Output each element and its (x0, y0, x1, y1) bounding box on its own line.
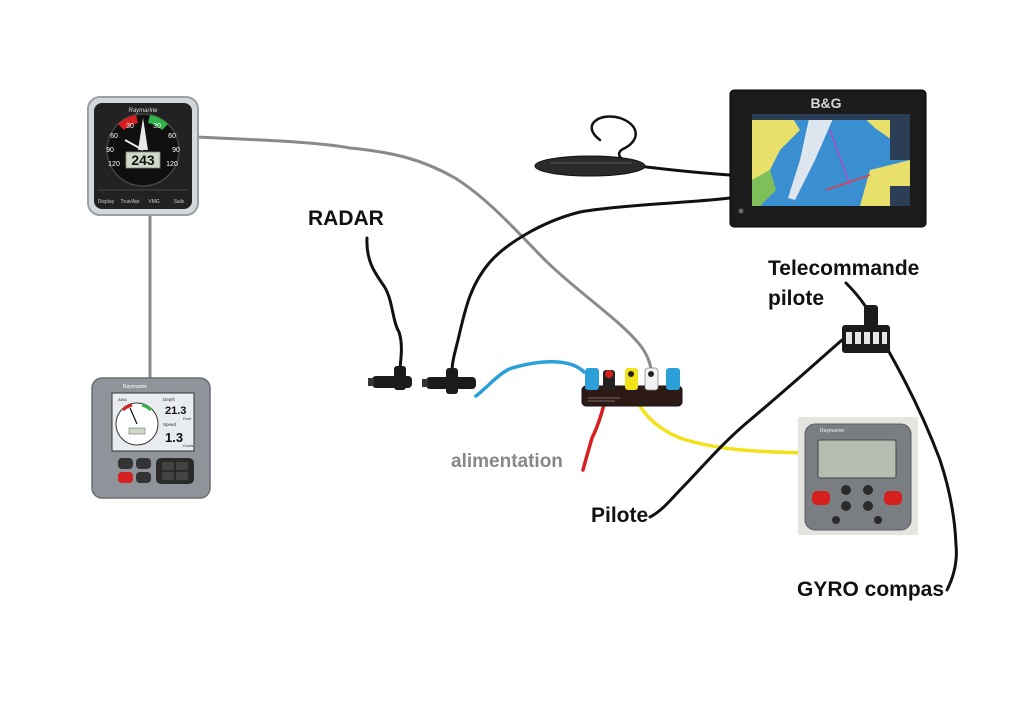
display-power-key[interactable] (118, 472, 133, 483)
autopilot-key-red[interactable] (812, 491, 830, 505)
display-depth-value: 21.3 (165, 405, 186, 417)
chart-map-icon (752, 114, 910, 206)
cable-power (581, 390, 609, 472)
autopilot-key[interactable] (863, 485, 873, 495)
cable-blue (474, 360, 586, 398)
display-depth-label: Depth (163, 397, 176, 402)
transducer (534, 155, 646, 177)
wind-brand-label: Raymarine (128, 108, 158, 114)
display-nav-pad[interactable] (156, 458, 194, 484)
autopilot-key[interactable] (841, 485, 851, 495)
chartplotter-t-connector (422, 368, 476, 394)
autopilot-key[interactable] (832, 516, 840, 524)
multifunction-display: Raymarine AWA Depth 21.3 Feet Speed 1.3 … (91, 377, 211, 499)
remote-connector (842, 305, 890, 353)
wind-button-vmg[interactable]: VMG (148, 199, 160, 205)
display-speed-label: Speed (163, 422, 177, 427)
wind-scale-60-left: 60 (110, 133, 118, 140)
autopilot-controller: Raymarine (798, 417, 918, 535)
alimentation-label: alimentation (451, 451, 563, 472)
autopilot-keypad-icon (812, 439, 902, 524)
autopilot-brand-label: Raymarine (820, 428, 844, 434)
network-backbone-icon (581, 367, 683, 407)
gyro-compas-label: GYRO compas (797, 578, 945, 601)
display-awa-label: AWA (118, 397, 127, 402)
cable-remote-to-gyro (886, 348, 958, 592)
display-speed-unit: Knots (183, 443, 193, 448)
radar-label: RADAR (308, 207, 384, 230)
autopilot-key[interactable] (874, 516, 882, 524)
display-key[interactable] (136, 458, 151, 469)
display-key[interactable] (136, 472, 151, 483)
cable-remote-to-pilote (648, 338, 844, 519)
display-key[interactable] (118, 458, 133, 469)
wind-button-true-apt[interactable]: True/Apt (121, 199, 141, 205)
chartplotter: B&G (729, 89, 927, 228)
wind-scale-30-right: 30 (153, 123, 161, 130)
wind-scale-120-right: 120 (166, 161, 178, 168)
autopilot-key[interactable] (863, 501, 873, 511)
wind-instrument: Raymarine 243 30 30 60 60 90 90 120 120 … (87, 96, 199, 216)
wind-scale-60-right: 60 (168, 133, 176, 140)
display-keypad (118, 458, 194, 484)
telecommande-label: Telecommande (768, 257, 920, 280)
wind-scale-120-left: 120 (108, 161, 120, 168)
wind-scale-90-right: 90 (172, 147, 180, 154)
wind-reading: 243 (131, 152, 155, 168)
wind-gauge-icon (106, 113, 180, 187)
display-brand-label: Raymarine (123, 384, 147, 390)
cable-chartplotter-to-t (450, 196, 732, 374)
chartplotter-brand: B&G (810, 95, 841, 111)
autopilot-key-red[interactable] (884, 491, 902, 505)
autopilot-key[interactable] (841, 501, 851, 511)
wind-button-display[interactable]: Display (98, 199, 115, 205)
cable-wind-to-backbone (195, 135, 654, 377)
radar-t-connector (368, 366, 412, 390)
wind-scale-30-left: 30 (126, 123, 134, 130)
analog-dial-icon (115, 402, 159, 446)
cable-transducer-coil (590, 115, 637, 165)
cable-radar (365, 236, 403, 370)
wind-button-sails[interactable]: Sails (174, 199, 185, 205)
wind-scale-90-left: 90 (106, 147, 114, 154)
telecommande-label-line2: pilote (768, 287, 824, 310)
display-speed-value: 1.3 (165, 430, 183, 445)
pilote-label: Pilote (591, 504, 649, 527)
display-depth-unit: Feet (183, 416, 192, 421)
cable-yellow (630, 388, 807, 455)
